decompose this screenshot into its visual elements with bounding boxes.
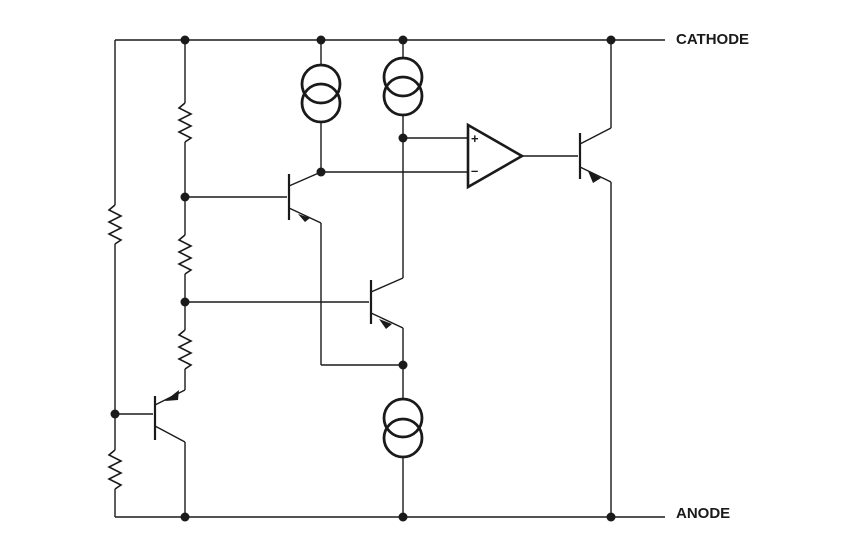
output-transistor-q3 [578,40,612,517]
current-source-i3 [382,365,424,517]
emitter-arrow-icon [588,171,601,183]
opamp-plus-sign: + [471,131,479,146]
current-source-i1 [300,40,342,172]
transistor-q4 [115,389,186,517]
cathode-label: CATHODE [676,31,749,48]
resistor-ladder [177,40,193,390]
opamp: + – [321,122,578,190]
current-source-i2 [382,40,424,278]
junction-nodes [110,35,616,522]
anode-label: ANODE [676,505,730,522]
resistor-r3 [177,102,193,143]
opamp-minus-sign: – [471,163,478,178]
transistor-q2 [185,277,404,365]
resistor-r5 [177,329,193,370]
resistor-r4 [177,234,193,275]
left-divider-branch [107,40,123,517]
resistor-r1 [107,204,123,245]
opamp-triangle [466,122,525,190]
resistor-r2 [107,449,123,490]
transistor-q1 [185,171,403,366]
emitter-arrow-icon [379,319,392,329]
emitter-arrow-icon [165,390,179,401]
emitter-arrow-icon [298,214,310,222]
